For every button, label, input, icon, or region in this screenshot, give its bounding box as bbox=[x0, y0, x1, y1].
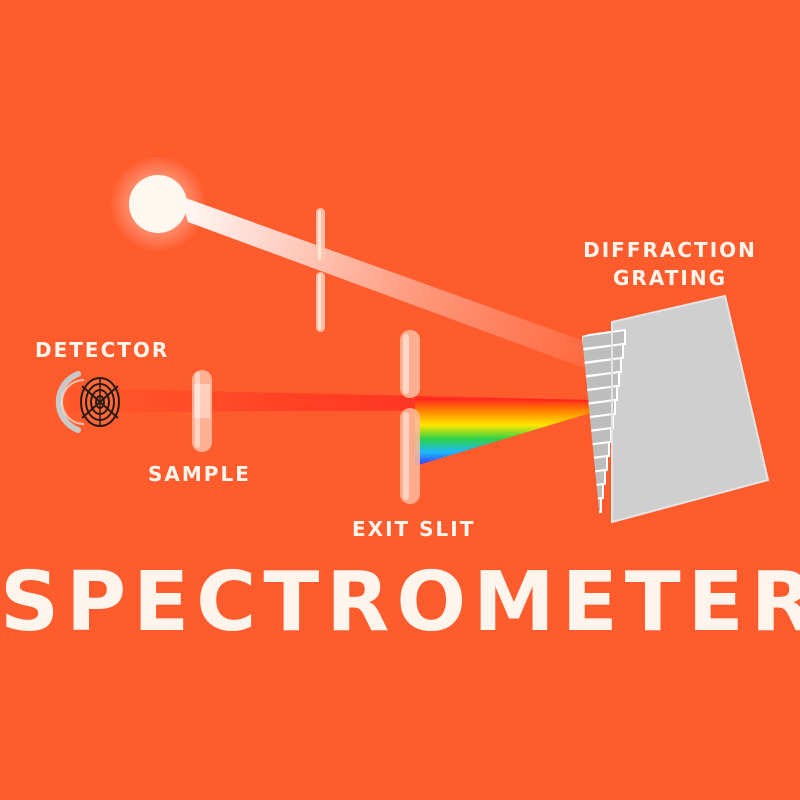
diffraction-grating-label: DIFFRACTION GRATING bbox=[575, 236, 765, 292]
dispersed-spectrum bbox=[415, 398, 600, 466]
entrance-slit bbox=[316, 208, 325, 332]
diffraction-grating-label-line1: DIFFRACTION bbox=[583, 238, 757, 262]
sample-label: SAMPLE bbox=[148, 462, 251, 486]
page-title: SPECTROMETER bbox=[0, 555, 800, 650]
exit-slit-label: EXIT SLIT bbox=[352, 517, 476, 541]
diffraction-grating-label-line2: GRATING bbox=[613, 266, 727, 290]
incoming-light-beam bbox=[180, 196, 595, 372]
light-source-icon bbox=[129, 175, 187, 233]
diffraction-grating-block bbox=[582, 294, 770, 524]
sample-cuvette bbox=[192, 370, 212, 452]
exit-slit bbox=[400, 330, 420, 504]
detector-label: DETECTOR bbox=[35, 338, 170, 362]
detector-icon bbox=[55, 371, 120, 433]
